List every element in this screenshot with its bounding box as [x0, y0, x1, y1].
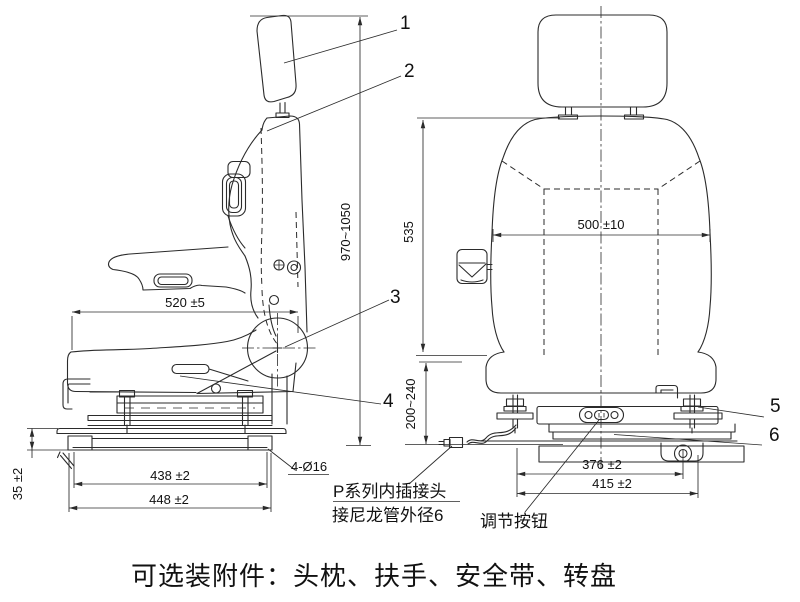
front-recline-lever	[456, 248, 493, 285]
callouts: 1 2 3 4 5 6	[179, 13, 781, 446]
front-view	[438, 6, 745, 470]
dim-base-outer-width: 415 ±2	[592, 476, 632, 491]
dim-rail-outer-width: 448 ±2	[149, 492, 189, 507]
callout-2: 2	[404, 61, 415, 82]
callout-6: 6	[769, 425, 780, 446]
note-connector-line1: P系列内插接头	[333, 482, 446, 501]
note-adjust-button: 调节按钮	[480, 512, 548, 531]
front-base	[438, 384, 745, 463]
dim-backrest-width: 500 ±10	[578, 217, 625, 232]
front-backrest	[490, 115, 712, 356]
front-seat-cushion	[485, 351, 717, 394]
side-backrest	[228, 115, 308, 346]
dim-base-inner-width: 376 ±2	[582, 457, 622, 472]
dim-mounting-holes: 4-Ø16	[291, 459, 327, 474]
dim-backrest-height: 535	[401, 221, 416, 243]
caption: 可选装附件：头枕、扶手、安全带、转盘	[131, 561, 617, 591]
side-headrest	[256, 14, 297, 119]
dimensions: 970~1050 520 ±5 438 ±2 448 ±2 35 ±2 4-Ø1…	[10, 15, 711, 512]
front-headrest	[537, 14, 668, 120]
callout-3: 3	[390, 287, 401, 308]
side-view	[56, 14, 316, 470]
dim-rail-height: 35 ±2	[10, 468, 25, 500]
callout-5: 5	[770, 396, 781, 417]
dim-suspension-travel: 200~240	[403, 379, 418, 430]
dim-overall-height: 970~1050	[338, 203, 353, 261]
dim-seat-depth: 520 ±5	[165, 295, 205, 310]
dim-rail-inner-width: 438 ±2	[150, 468, 190, 483]
side-recline-pivot	[196, 259, 316, 425]
side-base	[56, 378, 287, 470]
side-slide-rails	[87, 389, 273, 434]
callout-1: 1	[400, 13, 411, 34]
side-seat-cushion	[66, 329, 257, 394]
side-armrest	[221, 160, 251, 249]
callout-4: 4	[383, 391, 394, 412]
notes: P系列内插接头 接尼龙管外径6 调节按钮	[332, 419, 600, 531]
side-armrest-deployed	[107, 246, 246, 294]
note-connector-line2: 接尼龙管外径6	[332, 506, 443, 525]
